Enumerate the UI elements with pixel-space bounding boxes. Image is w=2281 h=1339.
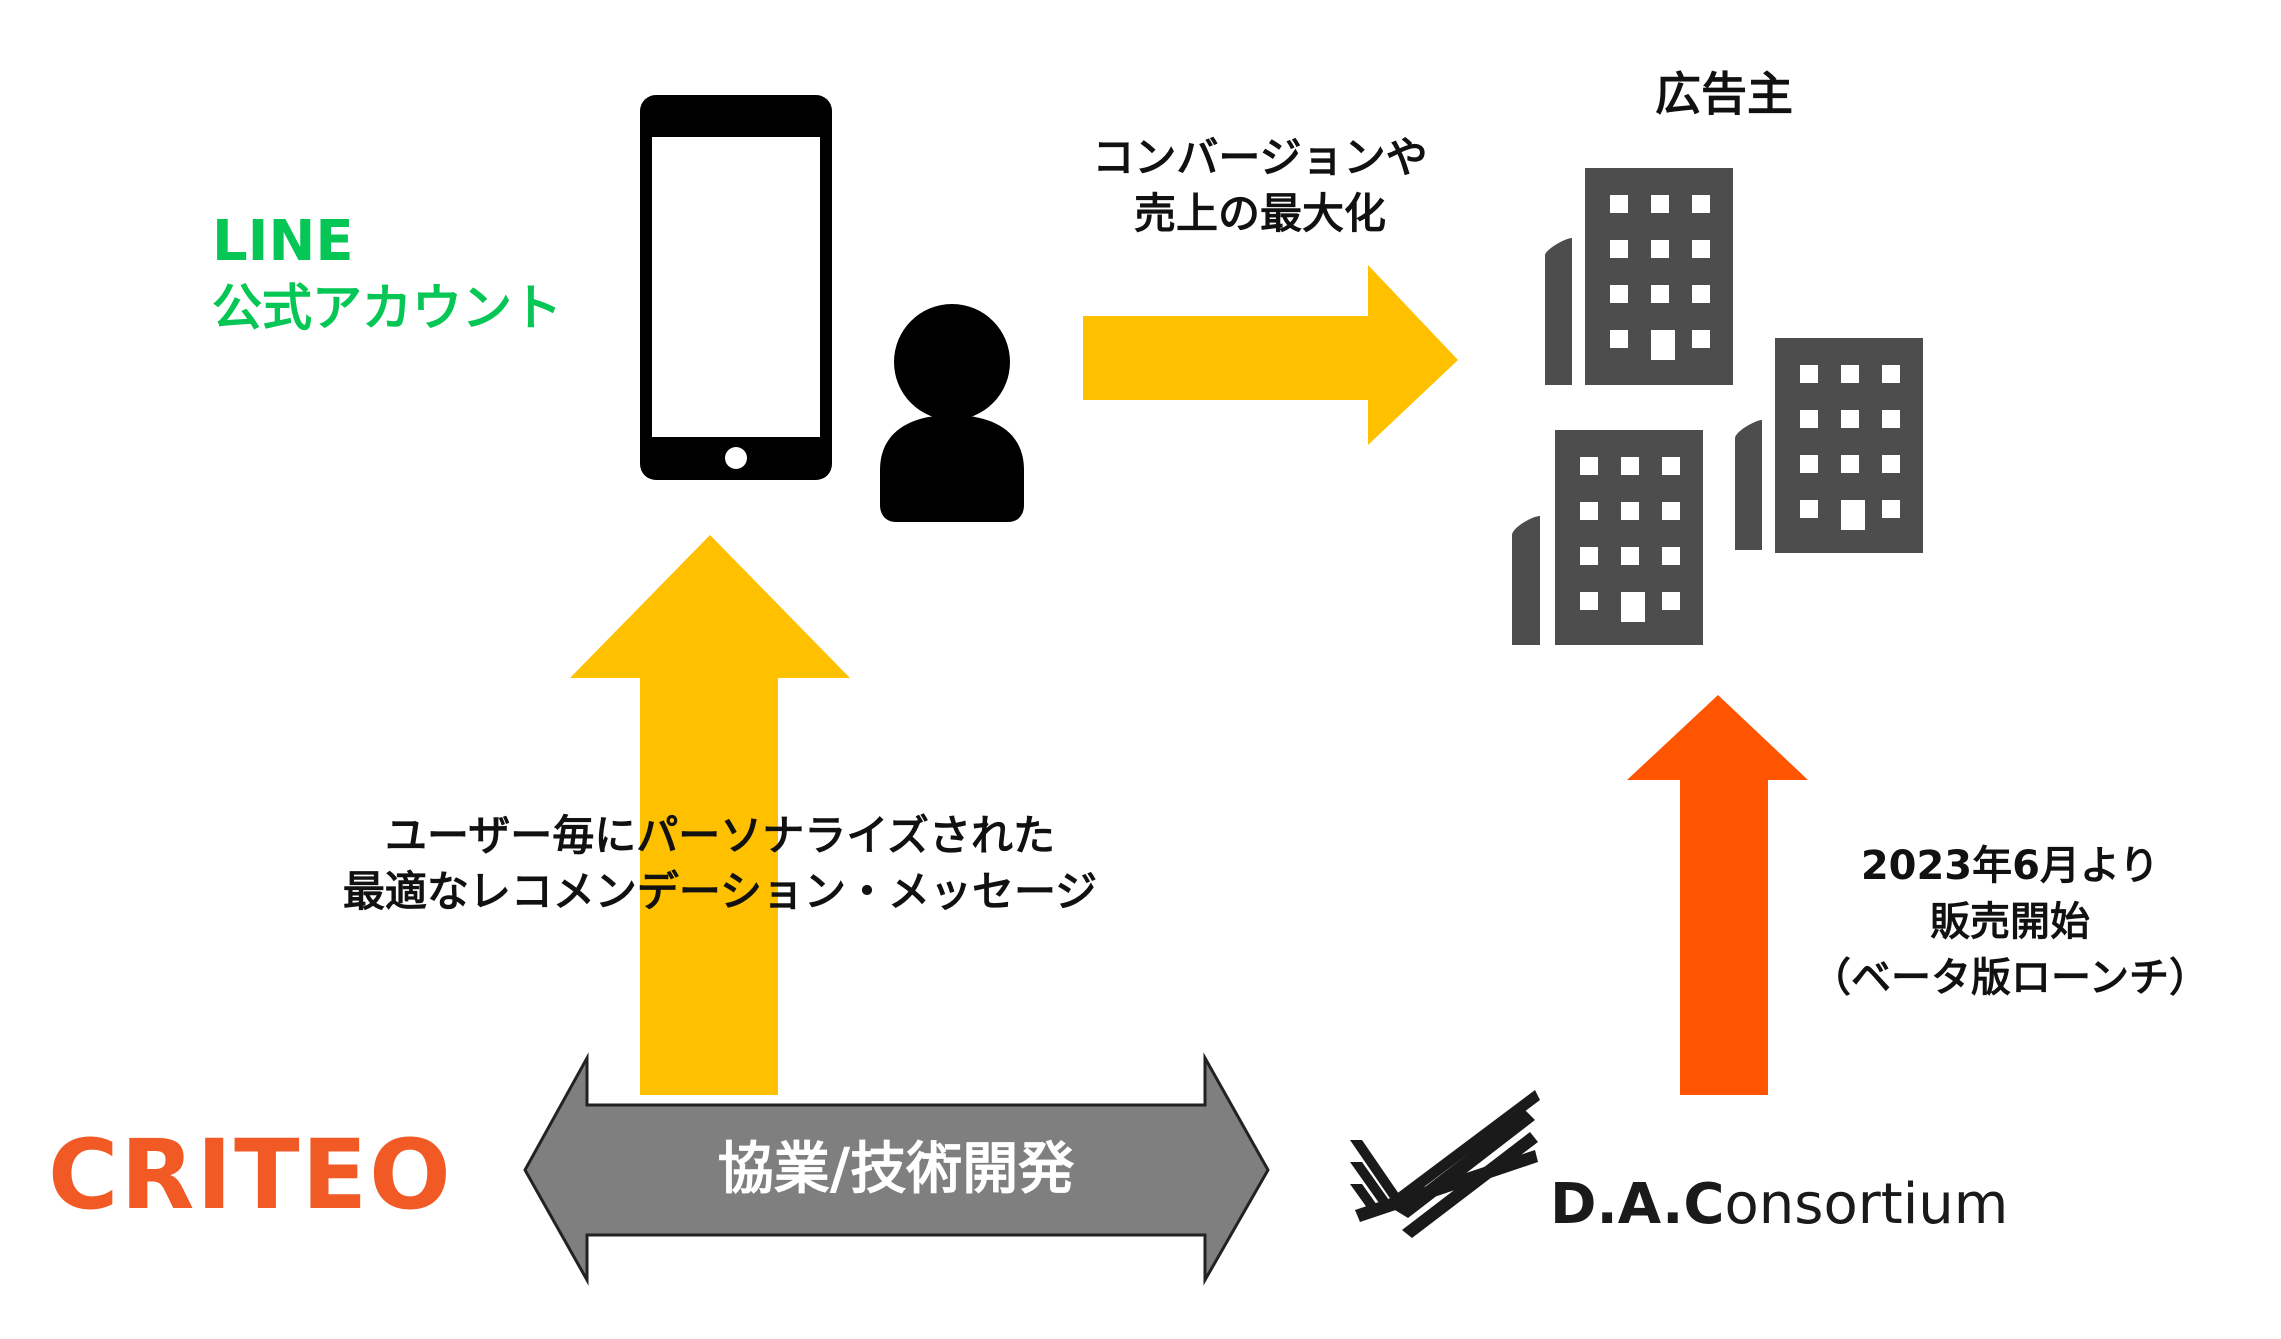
recommendation-line-2: 最適なレコメンデーション・メッセージ — [342, 867, 1098, 916]
recommendation-arrow — [570, 535, 850, 1095]
criteo-logo: CRITEO — [48, 1119, 453, 1231]
recommendation-text: ユーザー毎にパーソナライズされた 最適なレコメンデーション・メッセージ — [240, 808, 1200, 920]
conversion-arrow — [1083, 265, 1458, 445]
conversion-line-2: 売上の最大化 — [1133, 189, 1386, 238]
launch-text: 2023年6月より 販売開始 （ベータ版ローンチ） — [1780, 838, 2240, 1006]
advertiser-label: 広告主 — [1655, 67, 1793, 121]
collaboration-arrow — [523, 1052, 1270, 1286]
dac-logo-mark — [1350, 1090, 1540, 1238]
building-icon — [1512, 168, 1923, 645]
dac-logo-suffix: onsortium — [1724, 1172, 2009, 1237]
recommendation-line-1: ユーザー毎にパーソナライズされた — [385, 811, 1055, 860]
dac-logo-prefix: D.A.C — [1550, 1172, 1725, 1237]
line-logo: LINE 公式アカウント — [212, 212, 572, 340]
user-icon — [880, 304, 1024, 522]
line-logo-subtitle: 公式アカウント — [212, 279, 562, 337]
launch-arrow — [1627, 695, 1808, 1095]
collaboration-label: 協業/技術開発 — [717, 1137, 1075, 1202]
launch-line-1: 2023年6月より — [1860, 843, 2160, 889]
launch-line-3: （ベータ版ローンチ） — [1811, 955, 2209, 1001]
launch-line-2: 販売開始 — [1930, 899, 2090, 945]
smartphone-icon — [640, 95, 832, 480]
line-logo-title: LINE — [212, 209, 354, 274]
building-windows — [1580, 195, 1900, 622]
dac-logo-text: D.A.Consortium — [1550, 1170, 2008, 1240]
conversion-text: コンバージョンや 売上の最大化 — [1040, 130, 1480, 242]
conversion-line-1: コンバージョンや — [1092, 133, 1428, 182]
